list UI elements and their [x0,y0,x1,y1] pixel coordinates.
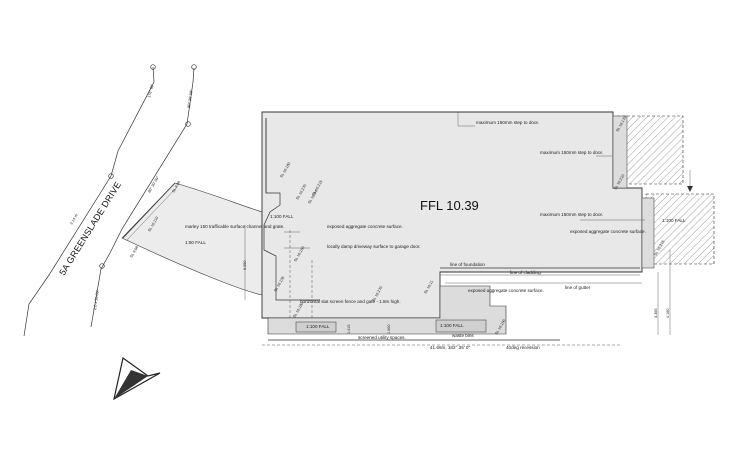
note-exposed-driveway: exposed aggregate concrete surface. [327,224,403,229]
bearing-2: 80° 30' 09" [187,89,194,108]
fall-2: 1:50 FALL [185,240,206,245]
bearing-5: 2.0 x 20 09" [93,289,100,310]
note-step-mid: maximum 150mm step to door. [540,212,603,217]
dim-1: 6.050 [243,260,247,270]
note-waste: waste bins [452,333,474,338]
fall-3: 1:100 FALL [662,218,686,223]
note-step-top: maximum 150mm step to door. [476,120,539,125]
level-13: SL 9.98 [171,180,181,193]
note-recession: 40deg recession [506,345,540,350]
dimensions: 6.050 3.365 4.160 1.415 1.000 [243,260,670,334]
note-grated: marley 150 trafficable surface channel a… [185,224,285,229]
note-exposed-right: exposed aggregate concrete surface. [570,229,646,234]
ffl-label: FFL 10.39 [420,198,479,213]
note-step-right: maximum 150mm step to door. [540,150,603,155]
dim-5: 1.000 [387,324,391,334]
note-utility: screened utility spaces. [358,335,406,340]
level-3: SL 10.34 [307,189,318,204]
note-exposed-bottom: exposed aggregate concrete surface. [468,288,544,293]
road-boundary-lines [23,64,197,337]
notes: maximum 150mm step to door. maximum 150m… [185,120,646,350]
note-foundation: line of foundation [450,262,485,267]
north-arrow-icon [113,356,161,401]
driveway [121,182,263,296]
level-8: SL 10.11 [423,280,434,295]
fall-5: 1:100 FALL [440,323,464,328]
note-bearing: 41.66m, 182° 35' 0" [430,345,470,350]
fall-4: 1:100 FALL [306,324,330,329]
hatched-structure-top [616,115,684,185]
note-gutter: line of gutter [565,285,591,290]
road-name: 5A GREENSLADE DRIVE [57,180,123,277]
bearing-1: 176° 60' [147,84,155,99]
fall-labels: 1:100 FALL 1:50 FALL 1:100 FALL 1:100 FA… [185,214,686,329]
channel-grate [122,182,176,239]
dim-3: 4.160 [666,308,670,318]
leader-lines [284,112,693,249]
note-damp: locally damp driveway surface to garage … [327,244,420,249]
level-15: SL 10.110 [147,216,159,233]
dim-2: 3.365 [654,308,658,318]
dim-4: 1.415 [347,324,351,334]
level-14: SL 9.98 [129,245,139,258]
hatched-structure-right [645,193,715,265]
note-cladding: line of cladding [510,270,541,275]
fall-1: 1:100 FALL [270,214,294,219]
note-screen: horizontal slat screen fence and gate - … [300,299,401,304]
bearing-3: 3.14 m [69,213,78,225]
